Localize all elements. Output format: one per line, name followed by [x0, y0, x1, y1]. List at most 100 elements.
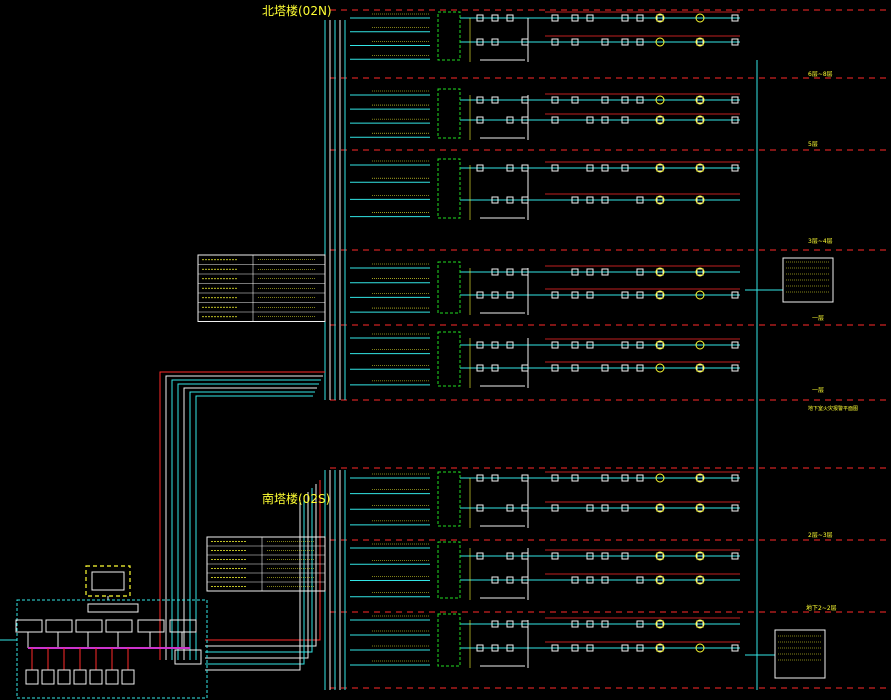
device-symbol: [636, 364, 644, 372]
panel-module-right: [174, 649, 202, 665]
device-symbol: [636, 14, 644, 22]
sounder-symbol: [655, 37, 665, 47]
strobe-symbol: [695, 551, 705, 561]
device-symbol: [656, 116, 664, 124]
device-symbol: [476, 291, 484, 299]
device-symbol: [521, 268, 529, 276]
device-symbol: [476, 364, 484, 372]
device-symbol: [551, 474, 559, 482]
panel-module: [75, 619, 103, 633]
device-symbol: [656, 14, 664, 22]
device-symbol: [551, 14, 559, 22]
device-symbol: [696, 620, 704, 628]
device-symbol: [621, 474, 629, 482]
device-symbol: [491, 644, 499, 652]
device-symbol: [571, 196, 579, 204]
trunk-bundle: [195, 395, 313, 660]
device-symbol: [731, 341, 739, 349]
strobe-symbol: [695, 95, 705, 105]
device-symbol: [506, 644, 514, 652]
strobe-symbol: [695, 363, 705, 373]
floor-label-2-3: 2层~3层: [808, 532, 833, 539]
sounder-symbol: [655, 619, 665, 629]
device-symbol: [506, 164, 514, 172]
device-symbol: [696, 196, 704, 204]
device-symbol: [551, 164, 559, 172]
sounder-symbol: [655, 115, 665, 125]
floor-label-1b: 一层: [812, 387, 824, 394]
panel-module: [45, 619, 73, 633]
device-symbol: [636, 576, 644, 584]
device-symbol: [636, 268, 644, 276]
device-symbol: [551, 38, 559, 46]
control-panel: [16, 599, 208, 699]
floor-separator-lines: [330, 9, 891, 689]
device-symbol: [521, 364, 529, 372]
device-symbol: [586, 164, 594, 172]
device-symbol: [521, 576, 529, 584]
device-symbol: [506, 576, 514, 584]
device-symbol: [586, 552, 594, 560]
device-symbol: [586, 341, 594, 349]
wiring: [0, 11, 783, 690]
strobe-symbol: [695, 575, 705, 585]
device-symbol: [506, 620, 514, 628]
trunk-bundle: [189, 391, 315, 660]
trunk-bundle-south: [205, 480, 321, 641]
device-symbol: [636, 96, 644, 104]
device-symbol: [586, 196, 594, 204]
device-symbol: [601, 116, 609, 124]
device-symbol: [696, 552, 704, 560]
device-symbol: [476, 14, 484, 22]
strobe-symbol: [695, 115, 705, 125]
device-symbol: [491, 96, 499, 104]
device-symbol: [696, 364, 704, 372]
trunk-bundle: [171, 379, 321, 660]
trunk-bundle: [165, 375, 323, 660]
device-symbol: [521, 96, 529, 104]
device-symbol: [476, 644, 484, 652]
device-symbol: [636, 38, 644, 46]
device-symbol: [731, 116, 739, 124]
device-symbol: [551, 96, 559, 104]
device-symbol: [636, 196, 644, 204]
device-symbol: [656, 196, 664, 204]
device-symbol: [491, 14, 499, 22]
strobe-symbol: [695, 340, 705, 350]
device-symbol: [521, 196, 529, 204]
strobe-symbol: [695, 619, 705, 629]
device-symbol: [696, 504, 704, 512]
labels: 北塔楼(02N) 南塔楼(02S) 6层~8层 5层 3层~4层 一层 一层 地…: [262, 3, 858, 612]
device-symbol: [571, 341, 579, 349]
device-symbol: [636, 474, 644, 482]
device-symbol: [491, 341, 499, 349]
strobe-symbol: [695, 163, 705, 173]
panel-output: [73, 669, 87, 685]
device-symbol: [601, 552, 609, 560]
sounder-symbol: [655, 473, 665, 483]
device-symbol: [621, 364, 629, 372]
trunk-bundle: [177, 383, 319, 660]
panel-output: [121, 669, 135, 685]
side-note: 地下室火灾报警平面图: [808, 405, 858, 412]
device-symbol: [601, 96, 609, 104]
north-tower-title: 北塔楼(02N): [262, 3, 332, 18]
device-symbol: [571, 576, 579, 584]
device-symbol: [521, 116, 529, 124]
device-symbol: [571, 474, 579, 482]
device-symbol: [621, 96, 629, 104]
control-panel-top-box: [85, 565, 131, 597]
sounder-symbol: [655, 95, 665, 105]
strobe-symbol: [695, 267, 705, 277]
device-symbol: [571, 364, 579, 372]
device-symbol: [571, 644, 579, 652]
device-symbol: [491, 620, 499, 628]
device-symbol: [506, 504, 514, 512]
device-symbol: [506, 291, 514, 299]
module-box: [437, 261, 461, 314]
device-symbol: [571, 96, 579, 104]
panel-output: [105, 669, 119, 685]
device-symbol: [731, 38, 739, 46]
module-box: [437, 331, 461, 387]
sounder-symbol: [655, 163, 665, 173]
